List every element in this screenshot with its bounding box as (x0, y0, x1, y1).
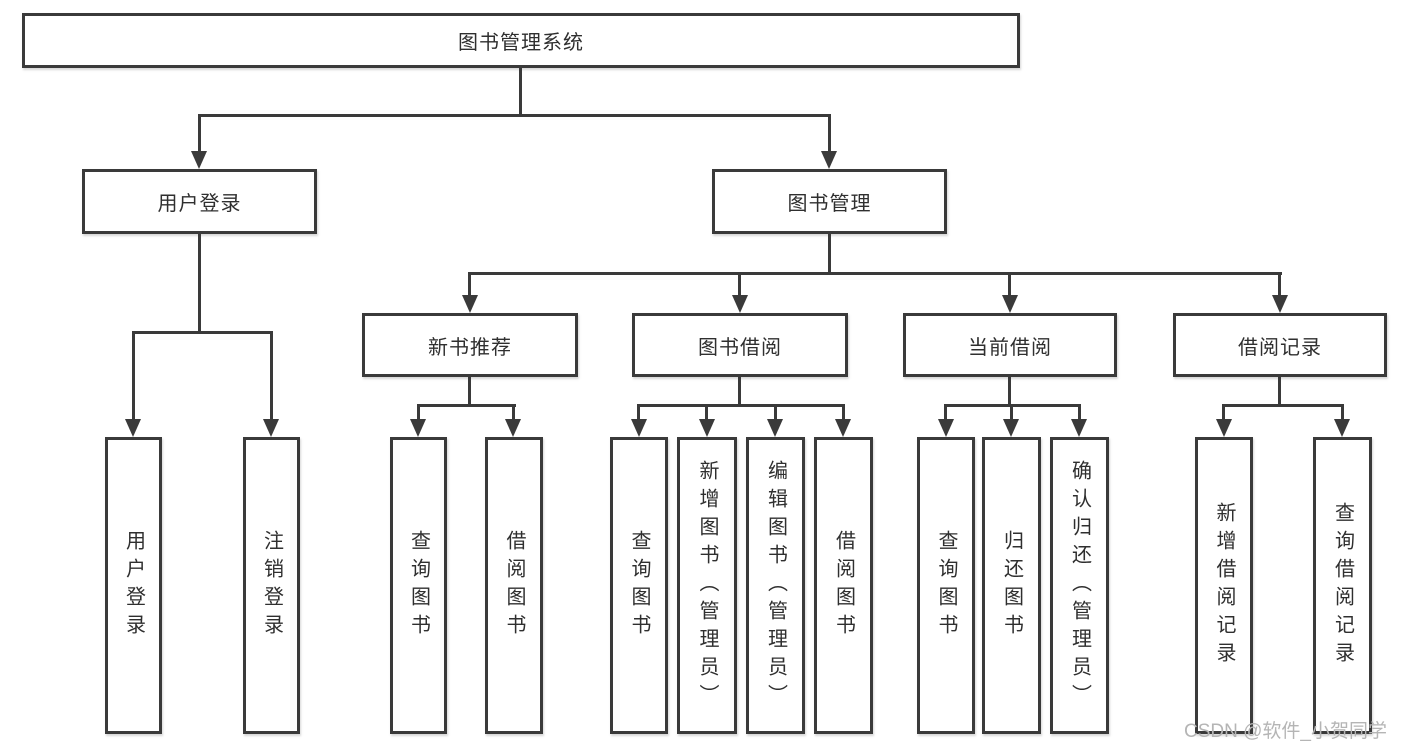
connector-arrow (1071, 419, 1087, 437)
connector-arrow (505, 419, 521, 437)
connector-arrow (699, 419, 715, 437)
node-current-borrow-label: 当前借阅 (968, 336, 1052, 359)
connector-line (198, 114, 201, 153)
connector-line (132, 331, 135, 421)
leaf-confirm-return-admin-label: 确认归还（管理员） (1068, 459, 1091, 712)
leaf-borrow-books-label: 借阅图书 (832, 529, 855, 642)
connector-arrow (1002, 295, 1018, 313)
node-user-login: 用户登录 (82, 169, 317, 234)
connector-arrow (1334, 419, 1350, 437)
connector-arrow (938, 419, 954, 437)
leaf-edit-book-admin-label: 编辑图书（管理员） (764, 459, 787, 712)
node-book-management-label: 图书管理 (787, 193, 872, 215)
leaf-user-login: 用户登录 (105, 437, 162, 734)
leaf-borrow-books-recommend: 借阅图书 (485, 437, 543, 734)
leaf-confirm-return-admin: 确认归还（管理员） (1050, 437, 1109, 734)
node-borrow-records: 借阅记录 (1173, 313, 1387, 377)
leaf-edit-book-admin: 编辑图书（管理员） (746, 437, 805, 734)
leaf-query-books-recommend-label: 查询图书 (407, 529, 430, 642)
node-user-login-label: 用户登录 (157, 193, 242, 215)
connector-line (1078, 404, 1081, 421)
connector-line (417, 404, 516, 407)
connector-arrow (125, 419, 141, 437)
connector-arrow (462, 295, 478, 313)
connector-line (774, 404, 777, 421)
connector-line (1278, 377, 1281, 407)
node-book-borrow: 图书借阅 (632, 313, 848, 377)
connector-line (512, 404, 515, 421)
leaf-add-book-admin-label: 新增图书（管理员） (696, 459, 718, 712)
connector-line (468, 272, 471, 297)
connector-line (1341, 404, 1344, 421)
node-library-system-label: 图书管理系统 (458, 32, 584, 54)
connector-arrow (767, 419, 783, 437)
leaf-query-books-current-label: 查询图书 (935, 529, 957, 642)
connector-line (1222, 404, 1225, 421)
connector-line (705, 404, 708, 421)
connector-line (828, 114, 831, 153)
connector-arrow (1216, 419, 1232, 437)
leaf-add-borrow-record-label: 新增借阅记录 (1213, 501, 1235, 670)
connector-line (519, 68, 522, 116)
connector-line (637, 404, 640, 421)
leaf-borrow-books: 借阅图书 (814, 437, 873, 734)
leaf-return-books-label: 归还图书 (1000, 529, 1023, 642)
node-new-book-recommend-label: 新书推荐 (428, 336, 512, 359)
leaf-query-books-current: 查询图书 (917, 437, 975, 734)
connector-line (637, 404, 845, 407)
connector-line (1008, 272, 1011, 297)
connector-line (270, 331, 273, 421)
leaf-query-books-borrow-label: 查询图书 (628, 529, 650, 642)
leaf-borrow-books-recommend-label: 借阅图书 (503, 529, 525, 642)
connector-line (468, 377, 471, 407)
leaf-query-books-recommend: 查询图书 (390, 437, 447, 734)
connector-arrow (1003, 419, 1019, 437)
connector-line (198, 114, 831, 117)
csdn-watermark: CSDN @软件_小贺同学 (1184, 721, 1387, 742)
connector-line (417, 404, 420, 421)
leaf-add-book-admin: 新增图书（管理员） (677, 437, 737, 734)
connector-arrow (263, 419, 279, 437)
leaf-logout: 注销登录 (243, 437, 300, 734)
connector-line (842, 404, 845, 421)
node-book-management: 图书管理 (712, 169, 947, 234)
connector-arrow (191, 151, 207, 169)
connector-line (738, 377, 741, 407)
connector-line (738, 272, 741, 297)
node-new-book-recommend: 新书推荐 (362, 313, 578, 377)
leaf-logout-label: 注销登录 (260, 529, 283, 642)
node-library-system: 图书管理系统 (22, 13, 1020, 68)
node-borrow-records-label: 借阅记录 (1238, 336, 1322, 359)
connector-arrow (835, 419, 851, 437)
leaf-user-login-label: 用户登录 (122, 529, 145, 642)
connector-line (944, 404, 947, 421)
connector-line (132, 331, 272, 334)
leaf-query-books-borrow: 查询图书 (610, 437, 668, 734)
node-current-borrow: 当前借阅 (903, 313, 1117, 377)
leaf-add-borrow-record: 新增借阅记录 (1195, 437, 1253, 734)
connector-line (468, 272, 1282, 275)
leaf-query-borrow-record: 查询借阅记录 (1313, 437, 1372, 734)
connector-line (198, 234, 201, 334)
connector-arrow (732, 295, 748, 313)
connector-line (1008, 377, 1011, 407)
connector-line (828, 234, 831, 275)
connector-arrow (821, 151, 837, 169)
leaf-query-borrow-record-label: 查询借阅记录 (1331, 501, 1354, 670)
connector-arrow (410, 419, 426, 437)
connector-line (1278, 272, 1281, 297)
node-book-borrow-label: 图书借阅 (698, 336, 782, 359)
connector-line (1010, 404, 1013, 421)
leaf-return-books: 归还图书 (982, 437, 1041, 734)
connector-line (1222, 404, 1344, 407)
connector-arrow (1272, 295, 1288, 313)
connector-arrow (631, 419, 647, 437)
